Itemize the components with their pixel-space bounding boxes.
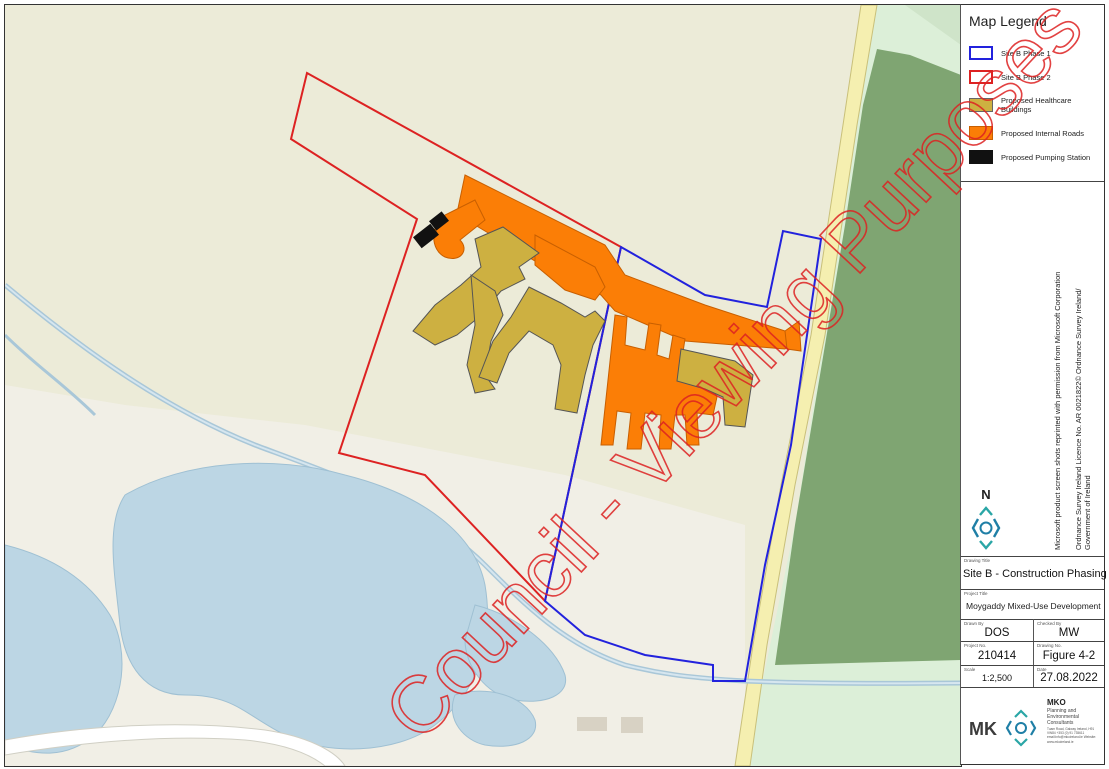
legend-label-buildings: Proposed Healthcare Buildings — [1001, 96, 1072, 114]
healthcare-buildings[interactable] — [412, 226, 754, 428]
company-name: MKO — [1047, 698, 1066, 707]
legend-item-buildings: Proposed Healthcare Buildings — [969, 96, 1101, 114]
divider — [961, 619, 1104, 620]
microsoft-credit: Microsoft product screen shots reprinted… — [1053, 271, 1062, 550]
drawing-title: Site B - Construction Phasing — [963, 568, 1107, 580]
cell-divider — [1033, 619, 1034, 687]
north-label: N — [981, 487, 991, 502]
drawn-by: DOS — [984, 627, 1010, 639]
buildings-swatch — [969, 98, 993, 112]
project-title-label: Project Title — [964, 591, 988, 596]
legend-item-pumping: Proposed Pumping Station — [969, 149, 1101, 165]
phase2-swatch — [969, 70, 993, 84]
date-label: Date — [1037, 667, 1047, 672]
legend-label-roads: Proposed Internal Roads — [1001, 128, 1084, 138]
scale: 1:2,500 — [981, 673, 1013, 683]
roads-swatch — [969, 126, 993, 140]
legend-label-pumping: Proposed Pumping Station — [1001, 152, 1091, 162]
osi-credit: Ordnance Survey Ireland Licence No. AR 0… — [1074, 288, 1092, 550]
legend-label-phase1: Site B Phase 1 — [1001, 48, 1051, 58]
main-road — [734, 5, 878, 766]
map-canvas[interactable] — [4, 4, 962, 767]
divider — [961, 556, 1104, 557]
drawn-by-label: Drawn By — [964, 621, 984, 626]
lake-west — [5, 544, 123, 754]
legend-label-phase2: Site B Phase 2 — [1001, 72, 1051, 82]
phase1-swatch — [969, 46, 993, 60]
scale-label: Scale — [964, 667, 976, 672]
drawing-no-label: Drawing No. — [1037, 643, 1062, 648]
structure-1 — [577, 717, 607, 731]
legend-panel: Map Legend Site B Phase 1 Site B Phase 2… — [960, 4, 1107, 765]
checked-by-label: Checked By — [1037, 621, 1062, 626]
river-inner — [5, 284, 961, 685]
svg-text:MK: MK — [969, 719, 997, 739]
legend-item-roads: Proposed Internal Roads — [969, 125, 1101, 141]
pumping-swatch — [969, 150, 993, 164]
forest-edge — [905, 5, 961, 45]
date: 27.08.2022 — [1040, 672, 1098, 684]
company-desc: Planning and Environmental Consultants — [1047, 708, 1079, 726]
legend-item-phase1: Site B Phase 1 — [969, 45, 1101, 61]
divider — [961, 589, 1104, 590]
forest-area — [775, 49, 961, 665]
divider — [961, 687, 1104, 688]
south-road — [5, 724, 346, 766]
mko-logo-icon: MK — [969, 709, 1037, 747]
phase1-boundary[interactable] — [543, 229, 823, 682]
company-address: Tuam Road, Galway Ireland, H91 VW84 +353… — [1047, 727, 1097, 744]
structure-2 — [621, 717, 643, 733]
legend-title: Map Legend — [969, 13, 1047, 29]
drawing-title-label: Drawing Title — [964, 558, 991, 563]
pumping-station[interactable] — [413, 211, 449, 249]
lake-large — [112, 462, 489, 750]
project-no-label: Project No. — [964, 643, 987, 648]
project-title: Moygaddy Mixed-Use Development — [966, 601, 1101, 611]
lake-south — [464, 604, 567, 702]
drawing-no: Figure 4-2 — [1042, 650, 1096, 662]
divider — [961, 181, 1104, 182]
divider — [961, 665, 1104, 666]
map-svg — [5, 5, 961, 766]
lake-small — [451, 690, 537, 747]
north-arrow-icon — [971, 506, 1001, 550]
internal-roads[interactable] — [433, 174, 802, 450]
checked-by: MW — [1058, 627, 1080, 639]
project-no: 210414 — [977, 650, 1017, 662]
stream — [5, 333, 97, 417]
legend-item-phase2: Site B Phase 2 — [969, 69, 1101, 85]
divider — [961, 641, 1104, 642]
